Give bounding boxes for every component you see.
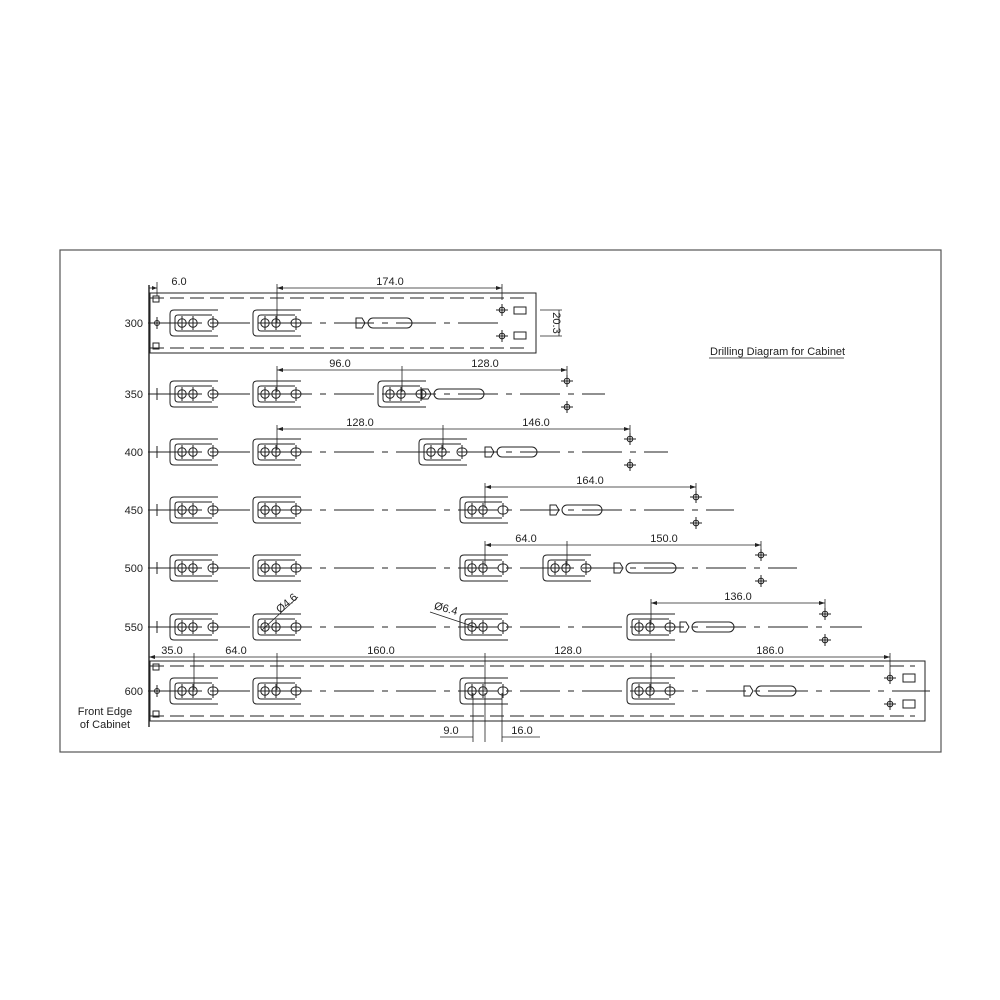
row-2-lock-cap: [484, 446, 495, 458]
row-2-slot-2-bracket: [418, 438, 467, 466]
row-5-lock-slot: [691, 621, 735, 633]
row-1-lock-cap: [421, 388, 432, 400]
dim-600-b: 64.0: [225, 645, 246, 657]
row-2-pin-1-ring: [626, 461, 634, 469]
row-label-450: 450: [125, 505, 143, 517]
row-0-slot-0-bracket: [169, 309, 218, 337]
row-5-slot-3-bracket: [626, 613, 675, 641]
row-5-slot-0-bracket: [169, 613, 218, 641]
row-3-slot-2-bracket: [459, 496, 508, 524]
row-4-pin-1-ring: [757, 577, 765, 585]
row-label-300: 300: [125, 318, 143, 330]
dim-600-g: 16.0: [511, 725, 532, 737]
dim-400-a: 128.0: [346, 417, 374, 429]
row-labels: 300 350 400 450 500 550 600: [125, 318, 143, 698]
row-6-slot-3-bracket: [626, 677, 675, 705]
dim-400-b: 146.0: [522, 417, 550, 429]
row-6-slot-1-bracket: [252, 677, 301, 705]
front-edge-label-1: Front Edge: [78, 706, 132, 718]
row-4-slot-1-bracket: [252, 554, 301, 582]
row-0-slot-1-bracket: [252, 309, 301, 337]
row-4-lock-slot: [625, 562, 677, 574]
rail-300-details: [150, 295, 527, 350]
row-4-lock-cap: [613, 562, 624, 574]
dim-550-hole-small: Ø4.6: [274, 591, 300, 616]
row-2-slot-0-bracket: [169, 438, 218, 466]
row-0-lock-cap: [355, 317, 366, 329]
row-label-500: 500: [125, 563, 143, 575]
row-1-lock-slot: [433, 388, 485, 400]
dimension-lines: [149, 282, 891, 742]
diagram-title: Drilling Diagram for Cabinet: [710, 346, 845, 358]
row-5-slot-2-bracket: [459, 613, 508, 641]
row-3-pin-1-ring: [692, 519, 700, 527]
dim-500-a: 64.0: [515, 533, 536, 545]
row-3-slot-1-bracket: [252, 496, 301, 524]
dimension-labels: 6.0 174.0 20.3 96.0 128.0 128.0 146.0 16…: [161, 276, 783, 737]
row-label-600: 600: [125, 686, 143, 698]
dim-550-a: 136.0: [724, 591, 752, 603]
row-5-lock-cap: [679, 621, 690, 633]
row-4-slot-3-bracket: [542, 554, 591, 582]
row-6-pin-1-ring: [886, 700, 894, 708]
dim-550-hole-large: Ø6.4: [433, 600, 459, 618]
front-edge-label-2: of Cabinet: [80, 719, 130, 731]
row-6-slot-2-bracket: [459, 677, 508, 705]
row-2-lock-slot: [496, 446, 538, 458]
dim-600-f: 9.0: [443, 725, 458, 737]
row-3-pin-0-ring: [692, 493, 700, 501]
row-6-lock-cap: [743, 685, 754, 697]
dimension-arrows: [149, 286, 890, 659]
dim-450-a: 164.0: [576, 475, 604, 487]
row-0-pin-0-ring: [498, 306, 506, 314]
row-6-lock-slot: [755, 685, 797, 697]
row-3-lock-slot: [561, 504, 603, 516]
rail-600-details: [150, 663, 916, 718]
row-1-pin-1-ring: [563, 403, 571, 411]
row-3-lock-cap: [549, 504, 560, 516]
row-6-pin-0-ring: [886, 674, 894, 682]
row-2-pin-0-ring: [626, 435, 634, 443]
row-5-pin-0-ring: [821, 610, 829, 618]
row-1-pin-0-ring: [563, 377, 571, 385]
row-1-slot-2-bracket: [377, 380, 426, 408]
row-0-pin-1-ring: [498, 332, 506, 340]
dim-300-a: 6.0: [171, 276, 186, 288]
row-4-slot-2-bracket: [459, 554, 508, 582]
dim-600-e: 186.0: [756, 645, 784, 657]
dim-350-a: 96.0: [329, 358, 350, 370]
dim-600-a: 35.0: [161, 645, 182, 657]
row-3-slot-0-bracket: [169, 496, 218, 524]
row-6-slot-0-bracket: [169, 677, 218, 705]
row-label-550: 550: [125, 622, 143, 634]
row-label-400: 400: [125, 447, 143, 459]
row-1-slot-0-bracket: [169, 380, 218, 408]
slot-groups: [151, 304, 896, 710]
row-5-pin-1-ring: [821, 636, 829, 644]
row-0-lock-slot: [367, 317, 413, 329]
dim-600-d: 128.0: [554, 645, 582, 657]
row-5-slot-1-bracket: [252, 613, 301, 641]
dim-600-c: 160.0: [367, 645, 395, 657]
dim-500-b: 150.0: [650, 533, 678, 545]
row-4-pin-0-ring: [757, 551, 765, 559]
row-label-350: 350: [125, 389, 143, 401]
diagram-frame: [59, 249, 942, 753]
dim-350-b: 128.0: [471, 358, 499, 370]
row-1-slot-1-bracket: [252, 380, 301, 408]
row-2-slot-1-bracket: [252, 438, 301, 466]
dim-300-c: 20.3: [550, 312, 562, 333]
dim-300-b: 174.0: [376, 276, 404, 288]
row-4-slot-0-bracket: [169, 554, 218, 582]
